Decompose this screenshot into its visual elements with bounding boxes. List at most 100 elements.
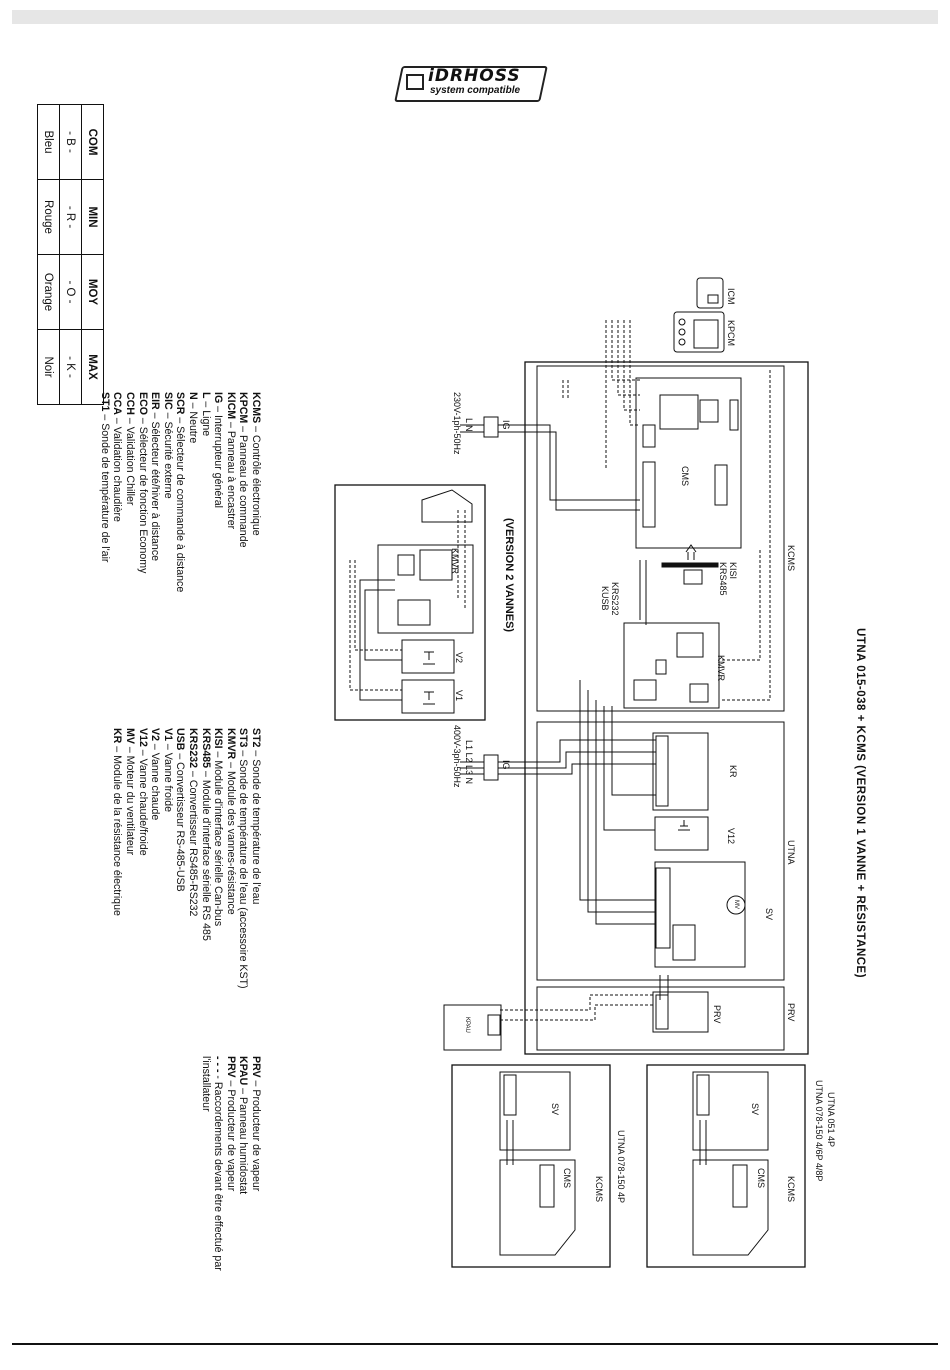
cms-b-label: CMS <box>562 1168 572 1188</box>
relay <box>655 659 667 675</box>
connector-plug <box>421 489 473 523</box>
utna-section <box>536 721 785 981</box>
kpcm-display <box>693 319 719 349</box>
unit-frame <box>524 361 809 1055</box>
prv-section-label: PRV <box>786 1003 796 1022</box>
cms-chip <box>659 394 699 430</box>
terminal-block <box>642 461 656 528</box>
connection-arrow <box>685 544 697 560</box>
version2-frame <box>334 484 486 721</box>
supply-1ph-label: 230V-1ph-50Hz <box>452 392 462 455</box>
utna-label: UTNA <box>786 840 796 865</box>
sv-terminal <box>503 1074 517 1116</box>
internal-wiring <box>359 424 707 1165</box>
kmvr-chip <box>676 632 704 658</box>
relay-box <box>672 924 696 961</box>
kpau-label: KPAU <box>464 1017 470 1033</box>
valve-icon <box>423 691 435 705</box>
mv-label: MV <box>733 900 739 909</box>
supply-3ph-label: 400V-3ph-50Hz <box>452 725 462 788</box>
ig-switch-1ph <box>483 416 499 438</box>
terminal-block <box>397 554 415 576</box>
icm-display <box>707 294 719 304</box>
sub-diagram-b <box>451 1064 611 1268</box>
field-wiring <box>349 320 771 1021</box>
sv-label: SV <box>764 908 774 921</box>
cms-label: CMS <box>680 466 690 486</box>
logo-brand: iDRHOSS <box>428 66 521 86</box>
cms-terminal <box>732 1164 748 1208</box>
kisi-connector <box>683 569 703 585</box>
kcms-b-label: KCMS <box>594 1176 604 1203</box>
kr-module <box>652 732 709 811</box>
version2-title: (VERSION 2 VANNES) <box>503 518 515 633</box>
cms-board <box>635 377 742 549</box>
sv-box-a <box>692 1071 769 1151</box>
sv-b-label: SV <box>550 1103 560 1116</box>
kr-terminal <box>655 735 669 807</box>
terminal-block <box>633 679 657 701</box>
terminal-block <box>642 424 656 448</box>
line-label-3ph: L1 L2 L3 N <box>464 740 474 785</box>
v2-valve-box <box>401 639 455 674</box>
kpcm-label: KPCM <box>726 320 736 347</box>
logo-mark-icon <box>406 74 424 90</box>
prv-terminal <box>655 994 669 1030</box>
sub-a-title: UTNA 051 4P <box>826 1092 836 1148</box>
ig-switch-3ph <box>483 754 499 781</box>
icm-label: ICM <box>726 288 736 305</box>
v1-valve-box <box>401 679 455 714</box>
prv-box <box>652 991 709 1033</box>
krs232-label: KRS232 <box>610 582 620 616</box>
v12-valve-box <box>654 816 709 851</box>
kmvr2-label: KMVR <box>450 548 460 575</box>
sv-terminal <box>655 867 671 949</box>
terminal-block <box>714 464 728 506</box>
jumper-block <box>729 399 739 431</box>
terminal-block <box>397 599 431 626</box>
footer-rule <box>12 1343 938 1345</box>
kisi-label: KISI <box>728 562 738 580</box>
kmvr-board <box>623 622 720 709</box>
sv-box-b <box>499 1071 571 1151</box>
valve-icon <box>423 651 435 665</box>
ig-label-3ph: IG <box>501 760 511 770</box>
diagram-title: UTNA 015-038 + KCMS (VERSION 1 VANNE + R… <box>854 628 866 979</box>
line-label-1ph: L N <box>464 418 474 432</box>
kr-label: KR <box>728 765 738 778</box>
kpcm-button <box>678 318 686 326</box>
cms-a-label: CMS <box>756 1168 766 1188</box>
kpcm-button <box>678 338 686 346</box>
kcms-section <box>536 365 785 712</box>
kpcm-panel <box>673 311 725 353</box>
cms-transformer <box>699 399 719 423</box>
v2-label: V2 <box>454 652 464 664</box>
logo-subtitle: system compatible <box>430 85 521 96</box>
sv-terminal <box>696 1074 710 1116</box>
fan-motor-icon <box>726 895 746 915</box>
sub-b-title: UTNA 078-150 4P <box>616 1130 626 1204</box>
kpau-box <box>443 1004 502 1051</box>
cms-terminal <box>539 1164 555 1208</box>
kusb-label: KUSB <box>600 586 610 611</box>
v1-label: V1 <box>454 690 464 702</box>
kmvr-label: KMVR <box>716 655 726 682</box>
prv-box-label: PRV <box>712 1005 722 1024</box>
kcms-label: KCMS <box>786 545 796 572</box>
valve-icon <box>678 820 690 831</box>
header-bar <box>12 10 938 24</box>
kmvr2-chip <box>419 549 453 581</box>
v12-label: V12 <box>726 828 736 845</box>
krs485-label: KRS485 <box>718 562 728 596</box>
sv-a-label: SV <box>750 1103 760 1116</box>
kmvr2-board <box>377 544 474 634</box>
kpcm-button <box>678 328 686 336</box>
cms-box-b <box>499 1159 576 1256</box>
sv-speed-box <box>654 861 746 968</box>
kpau-terminal <box>487 1014 501 1036</box>
bus-bar <box>661 562 719 568</box>
idrhoss-logo: iDRHOSS system compatible <box>394 66 548 104</box>
sub-a-title-2: UTNA 078-150 4/6P 4/8P <box>814 1080 824 1182</box>
cms-box-a <box>692 1159 769 1256</box>
